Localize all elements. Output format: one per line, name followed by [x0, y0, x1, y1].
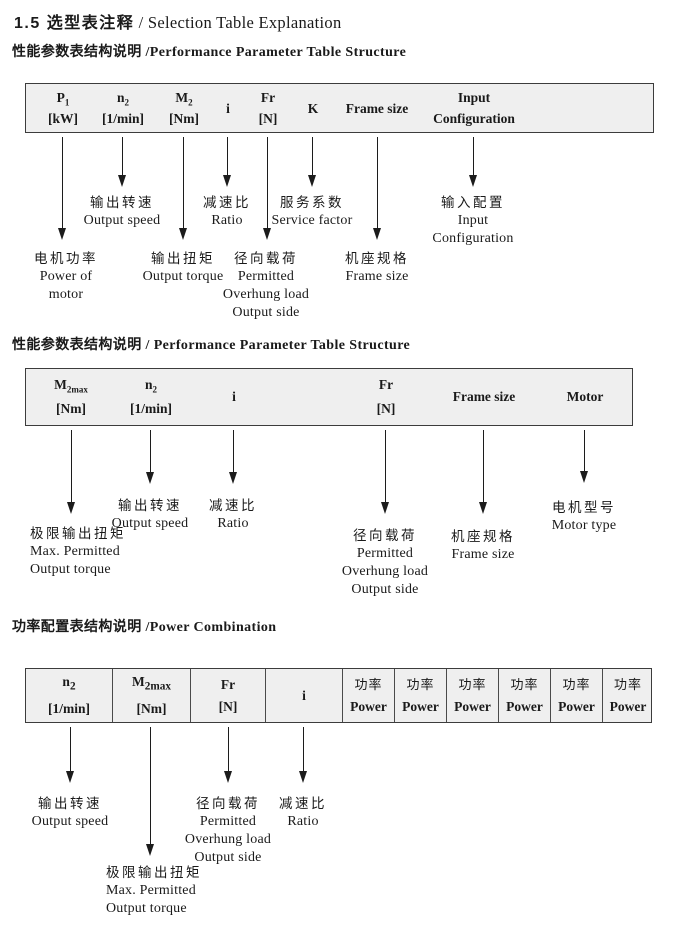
- callout-frame-size-2: 机座规格 Frame size: [451, 529, 515, 562]
- page-title-zh: 1.5 选型表注释: [14, 15, 135, 32]
- arrow-s2-motor: [579, 430, 588, 483]
- callout-ratio-2: 减速比 Ratio: [209, 498, 257, 531]
- callout-output-speed-2: 输出转速 Output speed: [111, 498, 189, 531]
- arrow-s2-i: [228, 430, 237, 484]
- column-header-motor: Motor: [566, 389, 604, 404]
- column-header-n2: n2[1/min]: [26, 669, 113, 722]
- callout-output-torque: 输出扭矩 Output torque: [142, 251, 224, 284]
- arrow-s2-frame-size: [478, 430, 487, 514]
- callout-overhung-load-2: 径向载荷 Permitted Overhung load Output side: [341, 528, 429, 597]
- arrow-s1-i: [222, 137, 231, 187]
- callout-overhung-load-1: 径向载荷 Permitted Overhung load Output side: [222, 251, 310, 320]
- column-header-p1: P1[kW]: [48, 90, 78, 126]
- arrow-s1-k: [307, 137, 316, 187]
- callout-input-configuration: 输入配置 Input Configuration: [432, 195, 514, 246]
- arrow-s2-m2max: [66, 430, 75, 514]
- arrow-s1-fr: [262, 137, 271, 240]
- callout-overhung-load-3: 径向载荷 Permitted Overhung load Output side: [184, 796, 272, 865]
- performance-table-2: M2max[Nm] n2[1/min] i Fr[N] Frame size M…: [25, 368, 633, 426]
- callout-frame-size-1: 机座规格 Frame size: [345, 251, 409, 284]
- column-header-n2: n2[1/min]: [130, 377, 172, 416]
- column-header-fr: Fr[N]: [376, 377, 396, 416]
- arrow-s3-i: [298, 727, 307, 783]
- column-header-m2max: M2max[Nm]: [54, 377, 88, 416]
- arrow-s1-p1: [57, 137, 66, 240]
- callout-output-speed-3: 输出转速 Output speed: [31, 796, 109, 829]
- page-title-en: / Selection Table Explanation: [134, 13, 342, 32]
- callout-ratio-1: 减速比 Ratio: [203, 195, 251, 228]
- column-header-frame-size: Frame size: [345, 100, 409, 116]
- column-header-m2: M2[Nm]: [169, 90, 199, 126]
- callout-max-output-torque-2: 极限输出扭矩 Max. Permitted Output torque: [30, 526, 126, 577]
- arrow-s2-n2: [145, 430, 154, 484]
- column-header-i: i: [266, 669, 343, 722]
- arrow-s3-n2: [65, 727, 74, 783]
- column-header-i: i: [232, 389, 236, 404]
- arrow-s1-input-configuration: [468, 137, 477, 187]
- arrow-s1-m2: [178, 137, 187, 240]
- arrow-s3-m2max: [145, 727, 154, 856]
- column-header-m2max: M2max[Nm]: [113, 669, 191, 722]
- callout-output-speed-1: 输出转速 Output speed: [83, 195, 161, 228]
- section-3-heading: 功率配置表结构说明 /Power Combination: [12, 620, 277, 635]
- column-header-i: i: [226, 100, 230, 116]
- arrow-s1-frame-size: [372, 137, 381, 240]
- section-2-heading: 性能参数表结构说明 / Performance Parameter Table …: [12, 338, 411, 353]
- callout-motor-type: 电机型号 Motor type: [551, 500, 617, 533]
- column-header-k: K: [307, 100, 319, 116]
- arrow-s2-fr: [380, 430, 389, 514]
- arrow-s3-fr: [223, 727, 232, 783]
- callout-ratio-3: 减速比 Ratio: [279, 796, 327, 829]
- column-header-n2: n2[1/min]: [102, 90, 144, 126]
- column-header-frame-size: Frame size: [452, 389, 516, 404]
- column-header-fr: Fr[N]: [258, 90, 278, 126]
- performance-table-1: P1[kW] n2[1/min] M2[Nm] i Fr[N] K Frame …: [25, 83, 654, 133]
- column-header-fr: Fr[N]: [191, 669, 266, 722]
- arrow-s1-n2: [117, 137, 126, 187]
- callout-power-of-motor: 电机功率 Power of motor: [34, 251, 98, 302]
- callout-service-factor: 服务系数 Service factor: [271, 195, 353, 228]
- section-1-heading: 性能参数表结构说明 /Performance Parameter Table S…: [12, 45, 407, 60]
- callout-max-output-torque-3: 极限输出扭矩 Max. Permitted Output torque: [106, 865, 202, 916]
- page-title: 1.5 选型表注释 / Selection Table Explanation: [14, 9, 342, 33]
